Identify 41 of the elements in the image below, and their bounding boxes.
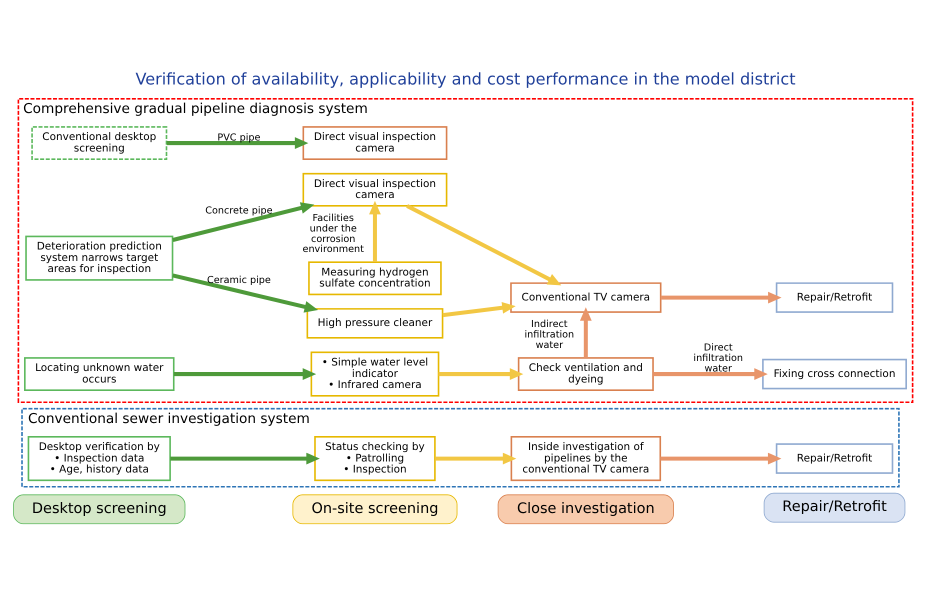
node-box: Direct visual inspection camera	[302, 126, 448, 160]
edge-label: Ceramic pipe	[207, 274, 271, 286]
node-box: On-site screening	[292, 494, 458, 524]
node-box: Repair/Retrofit	[776, 443, 894, 474]
arrow	[660, 452, 782, 464]
arrow	[172, 274, 318, 313]
node-box: Status checking by • Patrolling • Inspection	[314, 436, 436, 482]
node-box: Inside investigation of pipelines by the conventional TV camera	[510, 436, 662, 482]
node-box: Close investigation	[498, 494, 674, 524]
node-box: Measuring hydrogen sulfate concentration	[308, 261, 442, 296]
node-box: Conventional TV camera	[510, 282, 662, 313]
node-box: Desktop verification by • Inspection data • Age, history data	[28, 436, 171, 482]
arrow	[580, 307, 592, 358]
node-box: Repair/Retrofit	[764, 492, 906, 523]
arrow	[166, 137, 308, 149]
arrow	[660, 292, 782, 304]
node-box: High pressure cleaner	[306, 308, 444, 339]
arrow	[174, 368, 316, 380]
edge-label: Concrete pipe	[205, 206, 273, 217]
node-box: Repair/Retrofit	[776, 282, 894, 313]
edge-label: Facilities under the corrosion environment	[302, 212, 364, 256]
node-box: • Simple water level indicator • Infrared camera	[310, 352, 440, 397]
node-box: Check ventilation and dyeing	[518, 357, 654, 391]
edge-label: Direct infiltration water	[693, 342, 744, 374]
edge-label: PVC pipe	[217, 132, 260, 144]
arrow	[170, 452, 320, 464]
node-box: Fixing cross connection	[762, 358, 907, 390]
arrow	[653, 368, 768, 380]
arrow	[438, 368, 524, 380]
diagram-title: Verification of availability, applicability and cost performance in the model district	[135, 69, 796, 88]
arrow	[435, 452, 516, 464]
arrow	[442, 302, 516, 318]
edge-label: Indirect infiltration water	[524, 319, 574, 351]
node-box: Locating unknown water occurs	[24, 357, 175, 391]
arrow	[172, 202, 314, 242]
node-box: Conventional desktop screening	[31, 126, 168, 160]
node-box: Deterioration prediction system narrows target areas for inspection	[25, 236, 174, 281]
node-box: Desktop screening	[13, 494, 186, 524]
arrow	[406, 204, 562, 286]
arrow	[369, 200, 381, 262]
node-box: Direct visual inspection camera	[302, 172, 448, 207]
